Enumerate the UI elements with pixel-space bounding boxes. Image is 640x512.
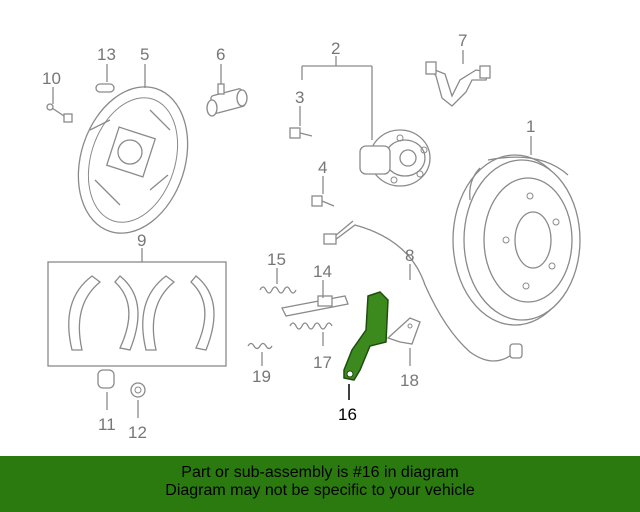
part-19-hold-down-spring[interactable] <box>247 342 273 350</box>
label-7: 7 <box>458 31 467 50</box>
part-17-adjuster-spring[interactable] <box>289 322 333 330</box>
label-19: 19 <box>252 367 271 386</box>
label-8: 8 <box>405 246 414 265</box>
banner-line-2: Diagram may not be specific to your vehi… <box>165 482 475 499</box>
label-16: 16 <box>338 405 357 424</box>
part-5-backing-plate[interactable] <box>60 73 205 248</box>
part-12-washer[interactable] <box>130 382 146 398</box>
label-15: 15 <box>267 250 286 269</box>
label-2: 2 <box>331 39 340 58</box>
part-9-brake-shoe-set[interactable] <box>47 261 227 367</box>
part-6-wheel-cylinder[interactable] <box>206 83 248 117</box>
label-1: 1 <box>526 117 535 136</box>
label-17: 17 <box>313 353 332 372</box>
label-12: 12 <box>128 423 147 442</box>
label-9: 9 <box>137 231 146 250</box>
part-10-hold-down-pin[interactable] <box>46 103 73 123</box>
label-11: 11 <box>98 415 116 434</box>
label-14: 14 <box>313 262 332 281</box>
part-18-lever[interactable] <box>386 317 421 345</box>
part-4-bolt[interactable] <box>311 195 335 207</box>
part-15-return-spring[interactable] <box>259 286 297 294</box>
label-10: 10 <box>42 69 61 88</box>
label-3: 3 <box>295 88 304 107</box>
info-banner: Part or sub-assembly is #16 in diagram D… <box>0 456 640 512</box>
label-6: 6 <box>216 45 225 64</box>
part-1-brake-drum[interactable] <box>452 154 581 326</box>
part-13-clip[interactable] <box>95 83 115 93</box>
banner-line-1: Part or sub-assembly is #16 in diagram <box>181 464 459 481</box>
label-18: 18 <box>400 371 419 390</box>
part-7-brake-hose[interactable] <box>425 61 491 107</box>
part-11-spring-cup[interactable] <box>97 369 115 389</box>
part-16-parking-brake-lever[interactable] <box>343 291 389 381</box>
part-14-adjuster[interactable] <box>281 295 349 317</box>
part-8-parking-brake-cable[interactable] <box>323 220 523 362</box>
label-4: 4 <box>318 158 327 177</box>
part-3-bolt[interactable] <box>289 127 313 139</box>
parts-diagram: 10 13 5 6 2 3 4 7 1 8 9 15 14 17 19 18 1… <box>42 31 581 442</box>
leader-lines <box>52 50 532 418</box>
label-5: 5 <box>140 45 149 64</box>
part-2-hub-assembly[interactable] <box>359 129 431 187</box>
label-13: 13 <box>97 45 116 64</box>
